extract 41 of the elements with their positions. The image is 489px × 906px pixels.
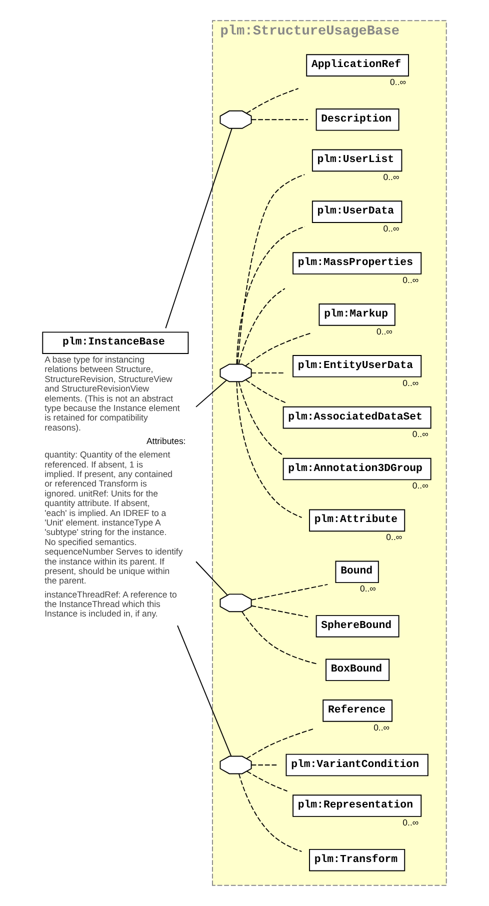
node-label: 0..∞ — [386, 532, 402, 542]
connector — [250, 605, 308, 618]
node-octagon — [220, 594, 252, 612]
node-label: 0..∞ — [402, 274, 419, 285]
node-label: 0..∞ — [360, 583, 376, 594]
connector — [250, 764, 279, 766]
node-octagon — [220, 110, 252, 129]
connector — [196, 380, 228, 408]
connector — [196, 561, 228, 596]
connector — [250, 372, 286, 374]
connector — [245, 332, 312, 366]
connector — [246, 88, 299, 114]
node-label: 0..∞ — [402, 378, 419, 388]
node-label: 0..∞ — [390, 76, 406, 87]
node-label: instanceThreadRef: A reference to the InstanceThread which this Instance is included in, if any. — [44, 589, 177, 619]
connector — [245, 379, 287, 404]
connector — [246, 770, 288, 792]
node-label: Attributes: — [146, 436, 186, 446]
connector — [236, 226, 306, 364]
connector — [238, 381, 282, 455]
node-label: 0..∞ — [412, 480, 428, 491]
connector — [238, 288, 286, 365]
node-label: A base type for instancing relations between Structure, StructureRevision, StructureView and StructureRevisionView elements. (This is not an abstract type because the Instance element is retained for compatibility reasons). — [44, 354, 180, 432]
connector — [250, 584, 328, 600]
node-label: 0..∞ — [412, 429, 428, 440]
node-label: 0..∞ — [376, 326, 392, 336]
connector — [250, 119, 308, 120]
node-octagon — [220, 756, 252, 774]
node-label: 0..∞ — [383, 223, 400, 234]
connector — [238, 773, 302, 852]
node-label: quantity: Quantity of the element referenced. If absent, 1 is implied. If present, any contained or referenced Transform is ignored. unitRef: Units for the quantity attribute. If absent, 'each' is implied. An IDREF to a 'Unit' element. instanceType A 'subtype' string for the instance. No specified semantics. sequenceNumber Serves to identify the instance within its parent. If present, should be unique within the parent. — [44, 450, 183, 586]
node-label: 0..∞ — [383, 172, 400, 182]
connector — [165, 128, 232, 329]
connector — [246, 728, 315, 759]
node-octagon — [220, 364, 252, 382]
connector — [237, 174, 306, 364]
node-label: 0..∞ — [374, 722, 390, 732]
connector — [177, 625, 232, 757]
node-label: 0..∞ — [402, 817, 419, 828]
connector — [242, 611, 318, 665]
connector — [236, 381, 302, 518]
